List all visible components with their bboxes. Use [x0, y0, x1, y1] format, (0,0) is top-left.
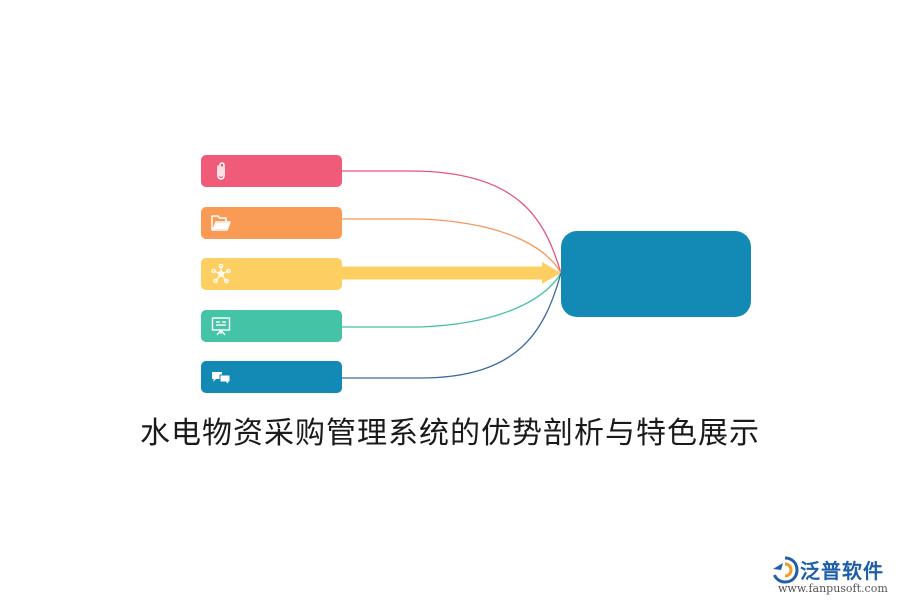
brand-logo: 泛普软件 www.fanpusoft.com: [764, 551, 894, 597]
diagram-title: 水电物资采购管理系统的优势剖析与特色展示: [140, 416, 760, 451]
connector-5: [342, 272, 562, 379]
paperclip-icon: [217, 162, 225, 180]
fanpu-logo-icon: [773, 556, 799, 584]
connector-3-arrowhead: [542, 262, 561, 284]
connector-2: [342, 218, 562, 274]
item-pill-5: [201, 361, 342, 393]
item-pill-3: [201, 258, 342, 290]
folder-open-icon: [211, 215, 231, 231]
hub-box: [561, 231, 751, 317]
item-pill-1: [201, 155, 342, 187]
item-pill-4: [201, 310, 342, 342]
logo-name: 泛普软件: [800, 559, 884, 583]
chat-bubbles-icon: [212, 372, 231, 387]
connector-1: [342, 170, 562, 274]
presentation-board-icon: [211, 317, 231, 336]
network-nodes-icon: [211, 263, 231, 284]
logo-url: www.fanpusoft.com: [778, 582, 888, 595]
connector-4: [342, 272, 562, 328]
item-pill-2: [201, 207, 342, 239]
